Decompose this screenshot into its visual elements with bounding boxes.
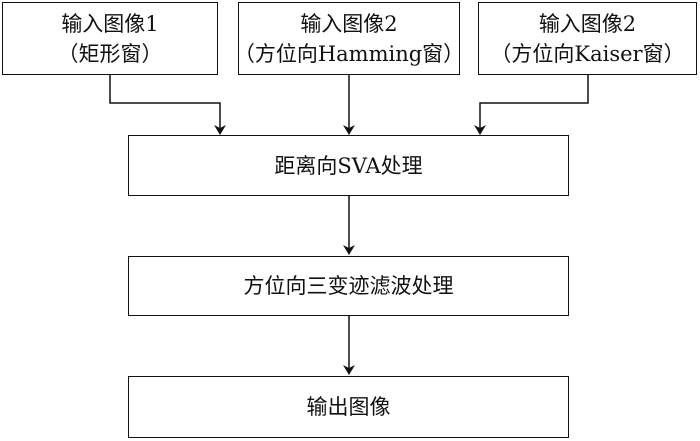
input-3-title: 输入图像2 xyxy=(538,11,637,36)
arrow-input3-to-sva xyxy=(474,75,589,135)
output-image-box: 输出图像 xyxy=(128,376,569,438)
input-2-title: 输入图像2 xyxy=(300,11,398,36)
azimuth-filter-label: 方位向三变迹滤波处理 xyxy=(243,274,454,298)
input-1-title: 输入图像1 xyxy=(61,11,159,36)
input-2-window: （方位向Hamming窗） xyxy=(233,41,465,66)
input-box-1: 输入图像1 （矩形窗） xyxy=(2,2,218,75)
input-3-window: （方位向Kaiser窗） xyxy=(490,41,685,66)
range-sva-box: 距离向SVA处理 xyxy=(128,135,569,196)
range-sva-label: 距离向SVA处理 xyxy=(274,153,423,178)
arrow-input1-to-sva xyxy=(109,75,226,135)
azimuth-filter-box: 方位向三变迹滤波处理 xyxy=(128,256,569,316)
input-box-3: 输入图像2 （方位向Kaiser窗） xyxy=(478,2,697,75)
output-image-label: 输出图像 xyxy=(306,395,391,419)
input-1-window: （矩形窗） xyxy=(57,41,163,66)
input-box-2: 输入图像2 （方位向Hamming窗） xyxy=(234,2,464,75)
